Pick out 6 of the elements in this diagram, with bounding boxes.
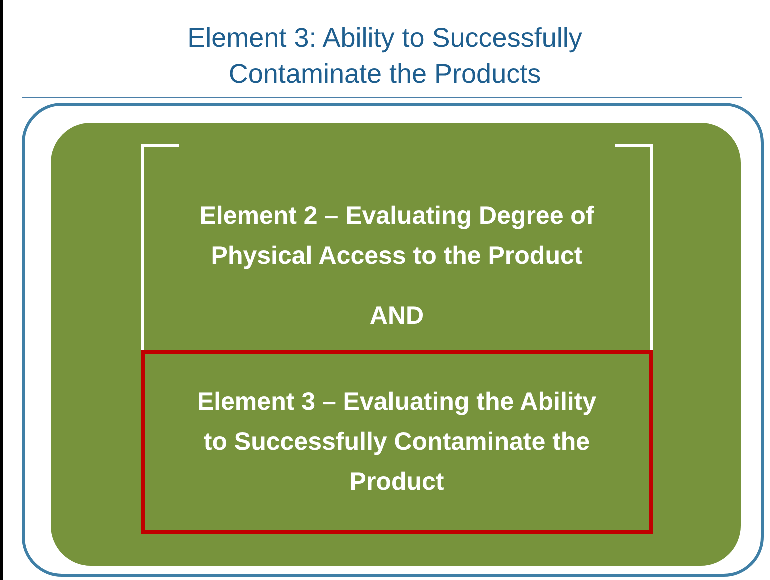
node-text: AND [370,301,424,332]
bracket-group [141,144,653,350]
title: Element 3: Ability to Successfully Contaminate the Products [186,22,584,91]
node-text: Element 2 – Evaluating Degree of Physical Access to the Product [198,201,596,272]
highlight-box [141,350,653,534]
node-text: Element 3 – Evaluating the Ability to Successfully Contaminate the Product [196,387,598,498]
